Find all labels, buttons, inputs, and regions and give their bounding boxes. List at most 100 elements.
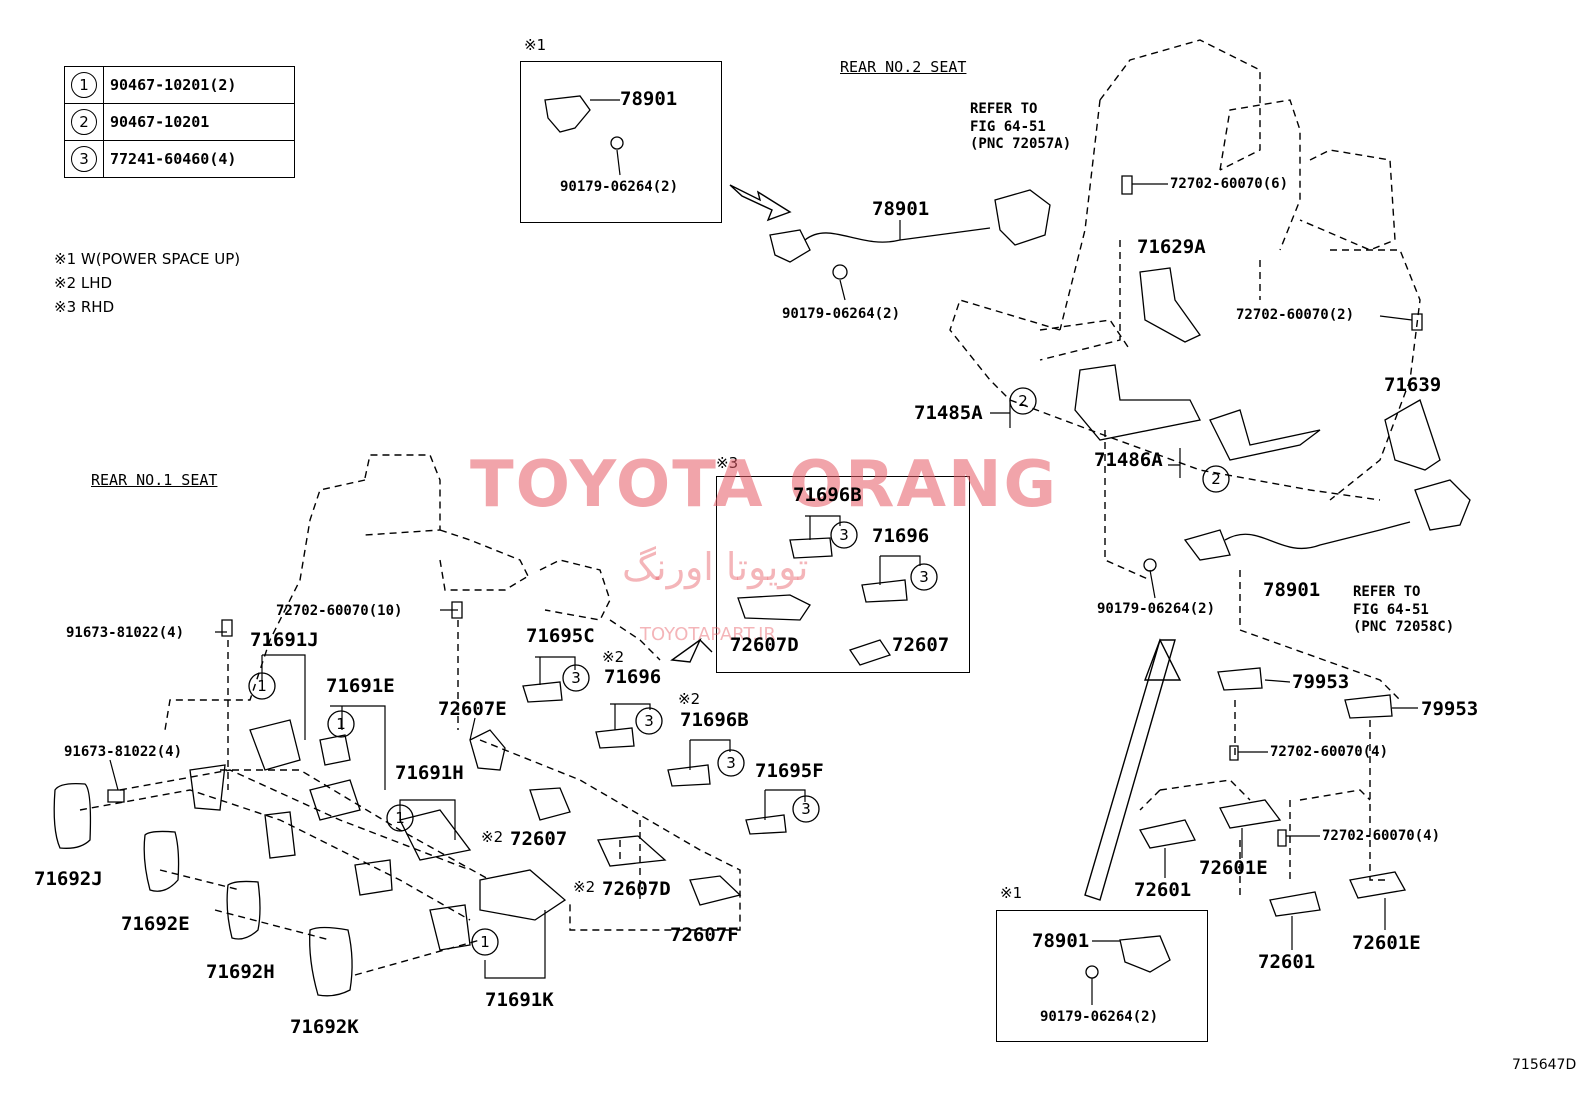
rear-no1-seat-outline [79,454,741,976]
callout-72607[interactable]: 72607 [892,634,950,656]
note-2: ※2 LHD [54,274,113,292]
refer-note-upper[interactable]: REFER TO FIG 64-51 (PNC 72057A) [970,101,1072,152]
ref-marker-3 [910,563,938,591]
callout-71639[interactable]: 71639 [1384,374,1442,396]
legend-row: 3 77241-60460(4) [64,140,295,178]
ref-marker-1 [248,672,276,700]
callout-71696b[interactable]: 71696B [680,709,749,731]
inset-power-space-up-top [520,61,722,223]
callout-71485a[interactable]: 71485A [914,402,983,424]
callout-72607[interactable]: 72607 [510,828,568,850]
callout-78901[interactable]: 78901 [1032,930,1090,952]
ref-marker-digit: 1 [480,933,490,951]
callout-71629a[interactable]: 71629A [1137,236,1206,258]
legend-part[interactable]: 90467-10201 [103,103,295,141]
ref-marker-3 [792,795,820,823]
callout-91673-81022[interactable]: 91673-81022(4) [66,625,185,641]
heading-rear-no2-seat: REAR NO.2 SEAT [840,58,967,76]
note-1: ※1 W(POWER SPACE UP) [54,250,241,268]
callout-90179-06264[interactable]: 90179-06264(2) [782,306,901,322]
callout-72702-60070[interactable]: 72702-60070(10) [276,603,403,619]
legend-row: 1 90467-10201(2) [64,66,295,104]
rear-no2-seat-outline [949,39,1421,900]
ref-marker-digit: 2 [1211,470,1221,488]
ref-marker-digit: 2 [1018,392,1028,410]
callout-90179-06264[interactable]: 90179-06264(2) [560,179,679,195]
ref-marker-3 [717,749,745,777]
legend-marker-cell: 1 [64,66,104,104]
legend-marker: 1 [71,72,97,98]
callout-72702-60070[interactable]: 72702-60070(4) [1270,744,1389,760]
callout-71691j[interactable]: 71691J [250,629,319,651]
ref-marker-1 [471,928,499,956]
callout-72601[interactable]: 72601 [1258,951,1316,973]
callout-lhd-mark: ※2 [602,648,625,666]
callout-71695f[interactable]: 71695F [755,760,824,782]
callout-72607d[interactable]: 72607D [730,634,799,656]
callout-71691k[interactable]: 71691K [485,989,554,1011]
callout-91673-81022[interactable]: 91673-81022(4) [64,744,183,760]
callout-72702-60070[interactable]: 72702-60070(4) [1322,828,1441,844]
watermark-text: TOYOTA ORANG [470,448,1059,522]
callout-90179-06264[interactable]: 90179-06264(2) [1097,601,1216,617]
callout-71692j[interactable]: 71692J [34,868,103,890]
callout-71692k[interactable]: 71692K [290,1016,359,1038]
callout-71695c[interactable]: 71695C [526,625,595,647]
callout-circles [248,387,1230,956]
legend-part[interactable]: 90467-10201(2) [103,66,295,104]
callout-72601e[interactable]: 72601E [1352,932,1421,954]
inset-mark-rhd: ※3 [716,454,739,472]
inset-mark-top: ※1 [524,36,547,54]
callout-72702-60070[interactable]: 72702-60070(6) [1170,176,1289,192]
callout-72601[interactable]: 72601 [1134,879,1192,901]
callout-72601e[interactable]: 72601E [1199,857,1268,879]
ref-marker-3 [830,521,858,549]
refer-note-lower[interactable]: REFER TO FIG 64-51 (PNC 72058C) [1353,584,1455,635]
ref-marker-2 [1202,465,1230,493]
ref-marker-digit: 3 [919,568,929,586]
watermark-url: TOYOTAPART.IR [640,624,776,645]
callout-lhd-mark: ※2 [678,690,701,708]
inset-mark-bottom: ※1 [1000,884,1023,902]
callout-71692h[interactable]: 71692H [206,961,275,983]
callout-circle-digits: 1 1 1 1 2 2 3 3 3 3 3 3 [257,392,1221,951]
heading-rear-no1-seat: REAR NO.1 SEAT [91,471,218,489]
figure-id: 715647D [1512,1057,1577,1073]
ref-marker-digit: 3 [726,754,736,772]
note-3: ※3 RHD [54,298,115,316]
callout-78901[interactable]: 78901 [1263,579,1321,601]
callout-71696b[interactable]: 71696B [793,484,862,506]
callout-71691e[interactable]: 71691E [326,675,395,697]
leader-lines [109,99,1418,1005]
legend-row: 2 90467-10201 [64,103,295,141]
callout-71486a[interactable]: 71486A [1094,449,1163,471]
inset-arrows [670,184,1182,901]
callout-72607d[interactable]: 72607D [602,878,671,900]
ref-marker-digit: 1 [336,715,346,733]
callout-79953[interactable]: 79953 [1292,671,1350,693]
ref-marker-digit: 3 [644,712,654,730]
ref-marker-1 [386,804,414,832]
ref-marker-digit: 1 [395,809,405,827]
callout-71692e[interactable]: 71692E [121,913,190,935]
ref-marker-1 [327,710,355,738]
legend-part[interactable]: 77241-60460(4) [103,140,295,178]
callout-78901[interactable]: 78901 [620,88,678,110]
callout-lhd-mark: ※2 [481,828,504,846]
callout-90179-06264[interactable]: 90179-06264(2) [1040,1009,1159,1025]
callout-72702-60070[interactable]: 72702-60070(2) [1236,307,1355,323]
ref-marker-3 [635,707,663,735]
callout-72607e[interactable]: 72607E [438,698,507,720]
callout-71696[interactable]: 71696 [604,666,662,688]
ref-marker-digit: 1 [257,677,267,695]
callout-78901[interactable]: 78901 [872,198,930,220]
legend-marker: 2 [71,109,97,135]
callout-79953[interactable]: 79953 [1421,698,1479,720]
callout-71691h[interactable]: 71691H [395,762,464,784]
ref-marker-digit: 3 [839,526,849,544]
ref-marker-digit: 3 [801,800,811,818]
callout-71696[interactable]: 71696 [872,525,930,547]
legend-marker: 3 [71,146,97,172]
callout-72607f[interactable]: 72607F [670,924,739,946]
